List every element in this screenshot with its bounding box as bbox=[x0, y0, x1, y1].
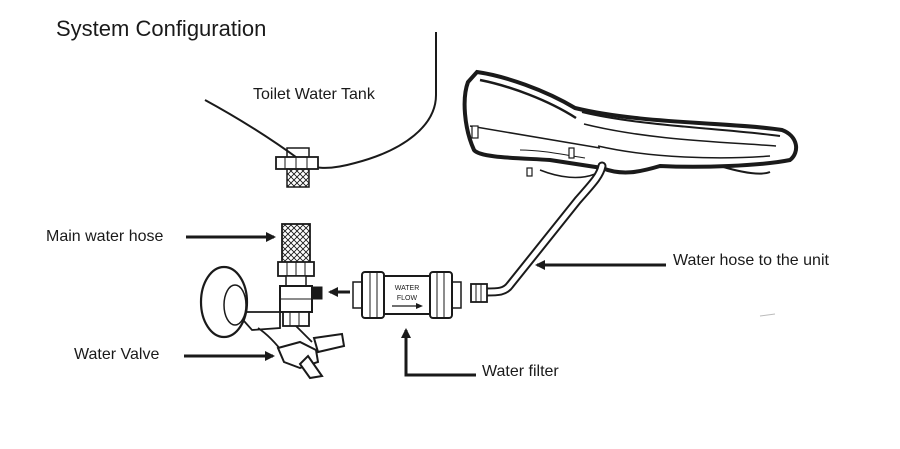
label-water-valve: Water Valve bbox=[74, 346, 160, 363]
label-water-hose-to-unit: Water hose to the unit bbox=[673, 252, 829, 269]
filter-pointer bbox=[401, 328, 476, 377]
filter-marking-water: WATER bbox=[395, 285, 420, 292]
water-valve-illustration bbox=[199, 265, 346, 380]
bidet-unit-illustration bbox=[462, 69, 799, 179]
label-water-filter: Water filter bbox=[482, 363, 559, 380]
unit-hose-illustration bbox=[470, 161, 607, 303]
water-filter-illustration: WATER FLOW bbox=[352, 271, 462, 319]
decorative-stroke bbox=[759, 313, 776, 317]
page-title: System Configuration bbox=[56, 16, 267, 41]
tank-fill-connector bbox=[275, 147, 319, 188]
label-toilet-water-tank: Toilet Water Tank bbox=[253, 86, 375, 103]
filter-marking-flow: FLOW bbox=[397, 295, 418, 302]
toilet-tank-illustration bbox=[204, 32, 437, 169]
label-main-water-hose: Main water hose bbox=[46, 228, 164, 245]
main-hose-illustration bbox=[277, 223, 315, 287]
